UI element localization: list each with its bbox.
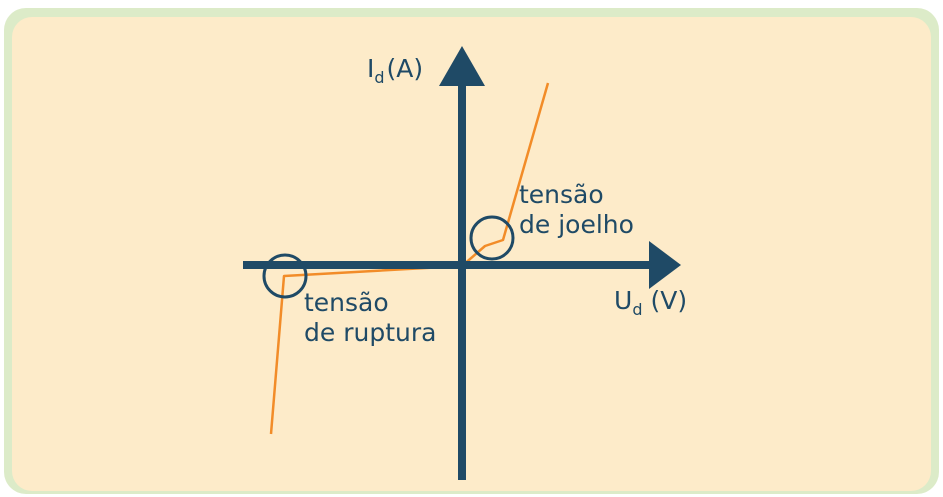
y-axis-label-unit: (A) xyxy=(387,54,424,83)
x-axis-label-main: U xyxy=(614,286,632,315)
knee-label-line2: de joelho xyxy=(519,210,634,239)
x-axis-label-unit: (V) xyxy=(650,286,687,315)
y-axis-label: Id(A) xyxy=(367,54,423,87)
x-axis-label: Ud (V) xyxy=(614,286,687,319)
knee-voltage-circle xyxy=(469,215,515,261)
knee-label-line1: tensão xyxy=(519,180,604,209)
x-axis-arrowhead xyxy=(649,241,681,289)
diagram-panel xyxy=(12,17,931,491)
diode-curve xyxy=(269,82,550,435)
y-axis-label-main: I xyxy=(367,54,374,83)
y-axis-arrowhead xyxy=(439,46,485,86)
breakdown-voltage-circle xyxy=(262,253,308,299)
y-axis-label-sub: d xyxy=(374,68,384,87)
x-axis-label-sub: d xyxy=(632,300,642,319)
breakdown-label-line1: tensão xyxy=(304,288,389,317)
breakdown-label-line2: de ruptura xyxy=(304,318,436,347)
